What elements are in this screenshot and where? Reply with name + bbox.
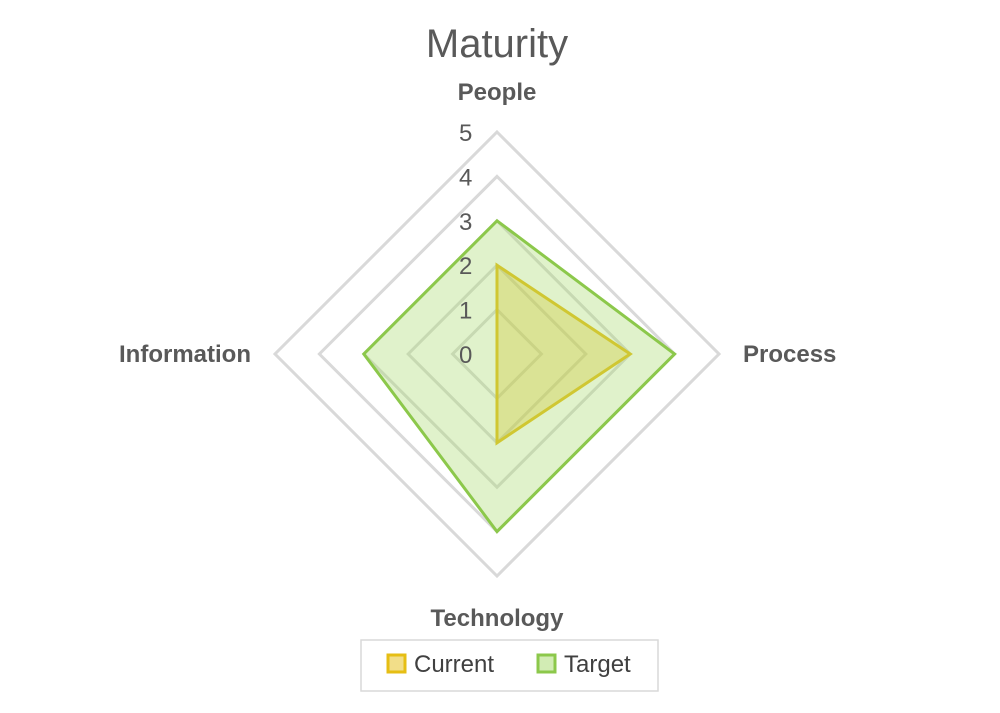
axis-label-process: Process [743, 341, 836, 368]
tick-label-3: 3 [459, 209, 472, 236]
tick-label-1: 1 [459, 298, 472, 325]
grid-ring-5 [272, 129, 722, 579]
tick-label-4: 4 [459, 164, 472, 191]
series-current-area [495, 262, 633, 446]
axis-label-technology: Technology [431, 605, 565, 632]
legend-items: Current Target [386, 651, 631, 678]
legend: Current Target [360, 639, 659, 692]
axis-label-information: Information [119, 341, 251, 368]
legend-label-current: Current [414, 651, 494, 678]
radar-tick-labels: 0 1 2 3 4 5 [459, 120, 472, 369]
legend-label-target: Target [564, 651, 631, 678]
tick-label-0: 0 [459, 342, 472, 369]
tick-label-2: 2 [459, 253, 472, 280]
axis-label-people: People [458, 79, 537, 106]
legend-swatch-current [386, 653, 407, 674]
radar-series [361, 218, 677, 534]
tick-label-5: 5 [459, 120, 472, 147]
series-target-area [361, 218, 677, 534]
legend-box [360, 639, 659, 692]
chart-title: Maturity [426, 22, 568, 66]
legend-swatch-target [536, 653, 557, 674]
